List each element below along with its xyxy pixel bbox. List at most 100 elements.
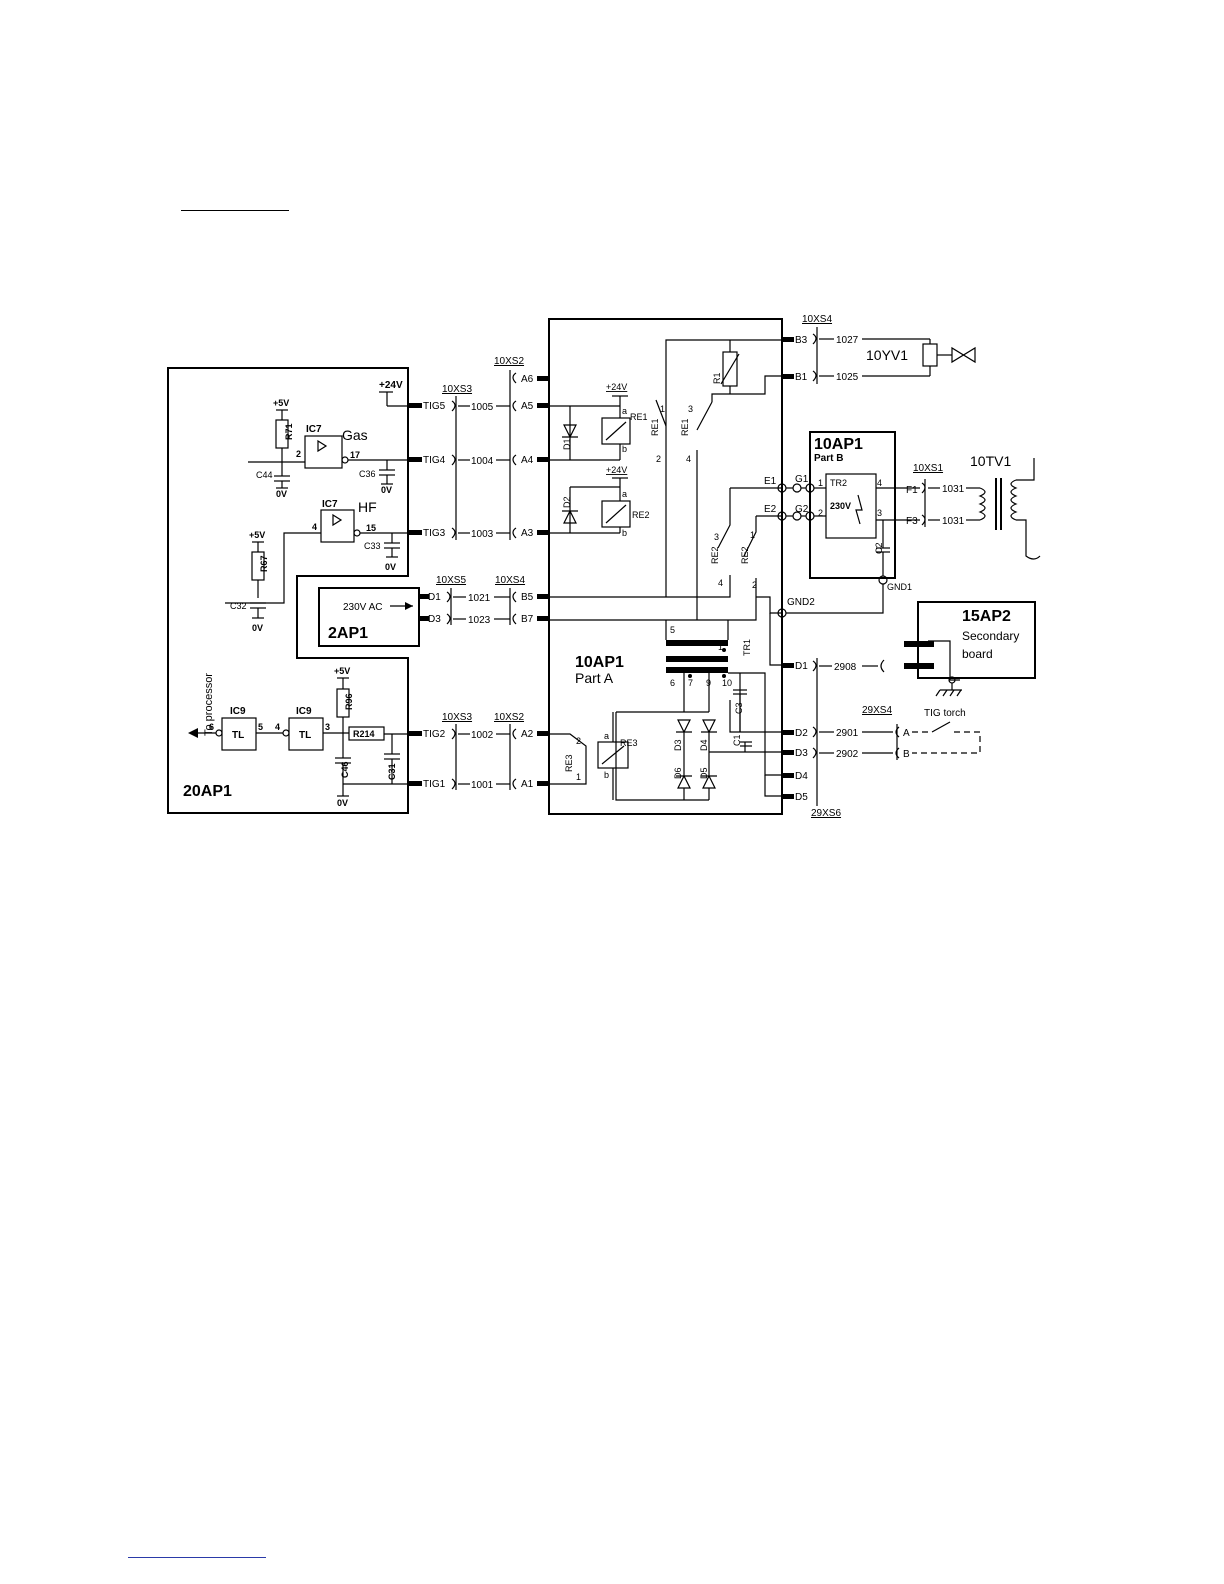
conn-arc-2ap1-d1 bbox=[446, 591, 451, 603]
label-tr2: TR2 bbox=[830, 478, 847, 488]
diode-d4 bbox=[701, 719, 717, 734]
pin-f1: F1 bbox=[906, 485, 918, 496]
pin-2ap1-d3-pad bbox=[419, 616, 429, 621]
label-plus5-c: +5V bbox=[334, 666, 350, 676]
pin-b7: B7 bbox=[521, 614, 534, 625]
pin-a2: A2 bbox=[521, 729, 534, 740]
pin-tig3-pad bbox=[408, 530, 422, 535]
label-c32: C32 bbox=[230, 601, 247, 611]
board-10ap1-a-label: 10AP1 bbox=[575, 654, 624, 671]
coil-b2: b bbox=[622, 528, 627, 538]
label-10yv1: 10YV1 bbox=[866, 347, 908, 363]
label-plus24-re1: +24V bbox=[606, 382, 627, 392]
pin-tig5-pad bbox=[408, 403, 422, 408]
wire-1021: 1021 bbox=[468, 593, 491, 604]
conn-10xs2-bot: 10XS2 bbox=[494, 712, 524, 723]
pin-a5: A5 bbox=[521, 401, 534, 412]
pin-e1: E1 bbox=[764, 476, 777, 487]
ic9-a-tl: TL bbox=[232, 730, 244, 741]
tr2-pin1: 1 bbox=[818, 478, 823, 488]
board-20ap1-outline bbox=[167, 367, 409, 814]
pin-2ap1-d1-pad bbox=[419, 594, 429, 599]
diode-d3 bbox=[676, 719, 692, 734]
label-plus5-a: +5V bbox=[273, 398, 289, 408]
wire-2908: 2908 bbox=[834, 662, 857, 673]
wire-2901: 2901 bbox=[836, 728, 859, 739]
conn-arc-a4 bbox=[512, 454, 517, 466]
label-0v-c: 0V bbox=[385, 562, 396, 572]
label-c31: C31 bbox=[387, 763, 397, 780]
board-2ap1-label: 2AP1 bbox=[328, 625, 368, 642]
tr1-pin1: 1 bbox=[718, 642, 723, 652]
pin-tig1: TIG1 bbox=[423, 779, 446, 790]
conn-arc-a5 bbox=[512, 400, 517, 412]
label-tig-torch: TIG torch bbox=[924, 708, 966, 719]
pin4b: 4 bbox=[275, 722, 280, 732]
ic7-gas-label: IC7 bbox=[306, 424, 322, 435]
conn-arc-tig5 bbox=[451, 400, 456, 412]
wire-1023: 1023 bbox=[468, 615, 491, 626]
re1-pin4: 4 bbox=[686, 454, 691, 464]
label-d1: D1 bbox=[562, 438, 572, 450]
pin-a4: A4 bbox=[521, 455, 534, 466]
conn-arc-a3 bbox=[512, 527, 517, 539]
pin-tig3: TIG3 bbox=[423, 528, 446, 539]
pin-2ap1-d3: D3 bbox=[428, 614, 441, 625]
pin-b5: B5 bbox=[521, 592, 534, 603]
label-plus24-20ap1: +24V bbox=[379, 380, 403, 391]
wire-1031b: 1031 bbox=[942, 516, 965, 527]
label-tr1: TR1 bbox=[742, 639, 752, 656]
pin-tig4: TIG4 bbox=[423, 455, 446, 466]
pin6: 6 bbox=[209, 722, 214, 732]
label-0v-b: 0V bbox=[381, 485, 392, 495]
board-10ap1-b-label: 10AP1 bbox=[814, 436, 863, 453]
label-r1: R1 bbox=[712, 372, 722, 384]
pin-a3: A3 bbox=[521, 528, 534, 539]
board-15ap2-line2: board bbox=[962, 647, 993, 661]
pin-tig2: TIG2 bbox=[423, 729, 446, 740]
board-15ap2-outline bbox=[917, 601, 1036, 679]
pin-g2: G2 bbox=[795, 504, 809, 515]
tr2-pin3: 3 bbox=[877, 508, 882, 518]
ic7-hf-body bbox=[320, 509, 355, 543]
tr1-core-mid bbox=[666, 656, 728, 662]
label-230vac: 230V AC bbox=[343, 602, 382, 613]
conn-arc-tig3 bbox=[451, 527, 456, 539]
wire-1003: 1003 bbox=[471, 529, 494, 540]
tr2-pin2: 2 bbox=[818, 508, 823, 518]
pin-f3: F3 bbox=[906, 516, 918, 527]
15ap2-pad-top bbox=[904, 641, 934, 647]
re1-pin2: 2 bbox=[656, 454, 661, 464]
tr1-core-bot bbox=[666, 667, 728, 673]
pin-tig2-pad bbox=[408, 731, 422, 736]
label-gas: Gas bbox=[342, 427, 368, 443]
conn-arc-tig1 bbox=[451, 778, 456, 790]
board-10ap1-part-a-outline bbox=[548, 318, 783, 815]
conn-10xs3-bot: 10XS3 bbox=[442, 712, 472, 723]
board-20ap1-label: 20AP1 bbox=[183, 783, 232, 800]
label-c3: C3 bbox=[734, 702, 744, 714]
label-d4: D4 bbox=[699, 739, 709, 751]
label-re1-c1: RE1 bbox=[650, 418, 660, 436]
pin-b1: B1 bbox=[795, 372, 808, 383]
ic7-gas-symbol bbox=[317, 439, 328, 453]
board-15ap2-line1: Secondary bbox=[962, 629, 1019, 643]
conn-10xs5: 10XS5 bbox=[436, 575, 466, 586]
ic9-a-label: IC9 bbox=[230, 706, 246, 717]
label-plus5-b: +5V bbox=[249, 530, 265, 540]
tv1-primary bbox=[978, 487, 986, 521]
tr1-pin5: 5 bbox=[670, 625, 675, 635]
label-plus24-re2: +24V bbox=[606, 465, 627, 475]
re1-pin1: 1 bbox=[660, 404, 665, 414]
label-tr2-230v: 230V bbox=[830, 501, 851, 511]
wire-1001: 1001 bbox=[471, 780, 494, 791]
label-d3: D3 bbox=[673, 739, 683, 751]
relay-re1-coil bbox=[601, 417, 631, 445]
coil-a2: a bbox=[622, 489, 627, 499]
transformer-tr2 bbox=[825, 473, 877, 539]
tr1-pin6: 6 bbox=[670, 678, 675, 688]
label-re3-coil: RE3 bbox=[620, 738, 638, 748]
label-c2: C2 bbox=[874, 542, 884, 554]
pin-tig4-pad bbox=[408, 457, 422, 462]
pin-tig1-pad bbox=[408, 781, 422, 786]
